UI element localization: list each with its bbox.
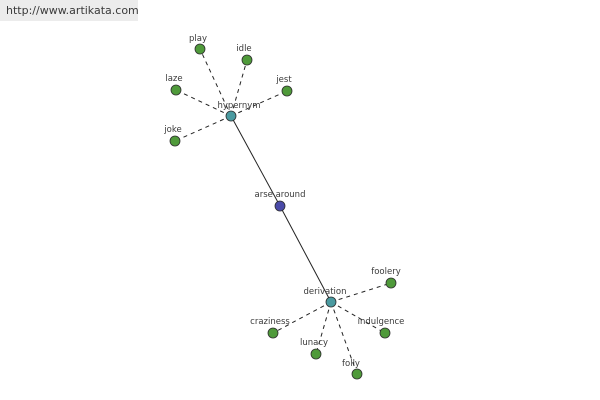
leaf-node-jest[interactable] [281, 85, 293, 97]
leaf-label-idle[interactable]: idle [236, 44, 251, 54]
edge-hypernym-jest [230, 90, 288, 117]
edge-derivation-lunacy [315, 301, 332, 355]
leaf-node-foolery[interactable] [385, 277, 397, 289]
leaf-node-idle[interactable] [241, 54, 253, 66]
edges-layer [174, 48, 392, 375]
leaf-label-joke[interactable]: joke [163, 125, 181, 135]
hub-label-hypernym[interactable]: hypernym [217, 101, 260, 111]
source-url-banner[interactable]: http://www.artikata.com [0, 0, 138, 21]
edge-hypernym-idle [230, 59, 248, 117]
labels-layer: play idle laze jest joke foolery craziness indu… [163, 34, 404, 369]
hub-label-derivation[interactable]: derivation [303, 287, 346, 297]
leaf-node-joke[interactable] [169, 135, 181, 147]
leaf-label-jest[interactable]: jest [275, 75, 292, 85]
leaf-label-lunacy[interactable]: lunacy [300, 338, 328, 348]
edge-derivation-indulgence [330, 301, 386, 334]
leaf-node-folly[interactable] [351, 368, 363, 380]
hub-node-hypernym[interactable] [225, 110, 237, 122]
edge-derivation-craziness [272, 301, 332, 334]
leaf-node-indulgence[interactable] [379, 327, 391, 339]
edge-center-hypernym [230, 115, 281, 207]
center-label-center[interactable]: arse around [255, 190, 306, 200]
edge-center-derivation [279, 205, 332, 303]
edge-hypernym-joke [174, 115, 232, 142]
leaf-node-craziness[interactable] [267, 327, 279, 339]
edge-derivation-foolery [330, 282, 392, 303]
leaf-label-indulgence[interactable]: indulgence [358, 317, 405, 327]
leaf-node-laze[interactable] [170, 84, 182, 96]
center-node-center[interactable] [274, 200, 286, 212]
leaf-label-play[interactable]: play [189, 34, 207, 44]
nodes-layer [169, 43, 397, 380]
leaf-node-lunacy[interactable] [310, 348, 322, 360]
leaf-label-foolery[interactable]: foolery [371, 267, 401, 277]
hub-node-derivation[interactable] [325, 296, 337, 308]
leaf-node-play[interactable] [194, 43, 206, 55]
leaf-label-folly[interactable]: folly [342, 359, 360, 369]
leaf-label-craziness[interactable]: craziness [250, 317, 290, 327]
leaf-label-laze[interactable]: laze [165, 74, 182, 84]
edge-hypernym-laze [175, 89, 232, 117]
